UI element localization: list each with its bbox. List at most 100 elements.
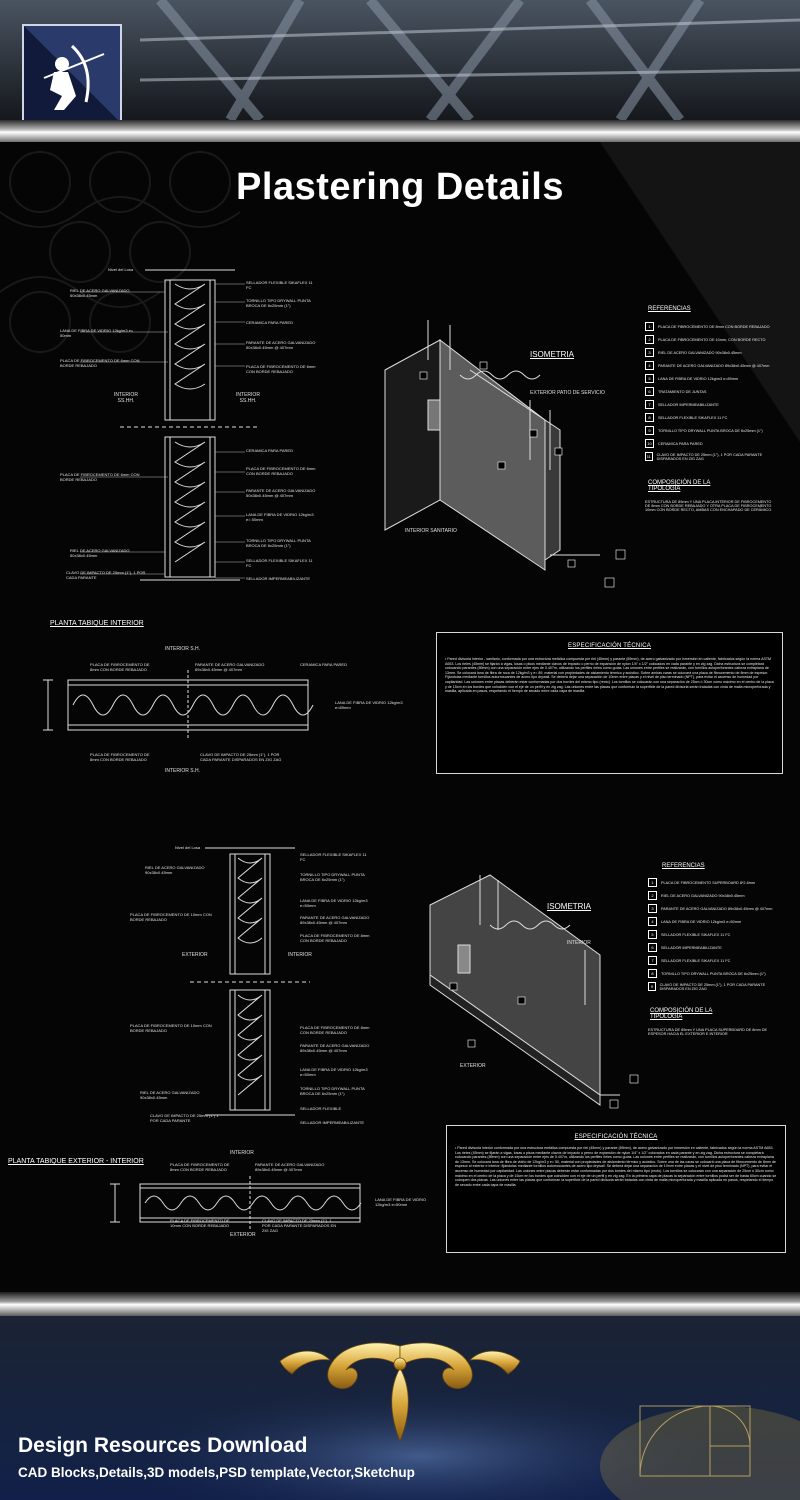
plan-label: PARANTE DE ACERO GALVANIZADO 89x38x0.45m… (255, 1162, 325, 1172)
section-label: CLAVO DE IMPACTO DE 25mm (1"), 1 POR CAD… (66, 570, 146, 580)
section-label: SELLADOR FLEXIBLE SIKAFLEX 11 FC (246, 280, 313, 290)
footer-title: Design Resources Download (18, 1434, 308, 1457)
references-title: REFERENCIAS (648, 306, 691, 312)
section-label: LANA DE FIBRA DE VIDRIO 12kg/m3 e=50mm (300, 898, 368, 908)
footer-banner (0, 1316, 800, 1500)
plan-title: PLANTA TABIQUE INTERIOR (50, 620, 144, 627)
section-label: CLAVO DE IMPACTO DE 25mm (1") 1 POR CADA… (150, 1113, 219, 1123)
spec-text: • Pared divisoria interior conformada po… (455, 1146, 777, 1187)
footer-ornament (120, 1342, 800, 1500)
plan-label: PLACA DE FIBROCEMENTO DE 10mm CON BORDE … (170, 1218, 230, 1228)
spec-box-1: ESPECIFICACIÓN TÉCNICA • Pared divisoria… (436, 632, 783, 774)
archer-logo-icon (24, 26, 120, 120)
plan-label: LANA DE FIBRA DE VIDRIO 12kg/m3 e=50mm (375, 1197, 427, 1207)
side-label-right: INTERIOR (288, 952, 312, 958)
section-label: PLACA DE FIBROCEMENTO DE 6mm CON BORDE R… (60, 358, 140, 368)
iso-title: ISOMETRIA (547, 902, 592, 911)
section-label: SELLADOR FLEXIBLE (300, 1106, 342, 1111)
section-label: TORNILLO TIPO DRYWALL PUNTA BROCA DE 6x2… (246, 538, 311, 548)
plan-bottom-label: INTERIOR S.H. (165, 768, 201, 774)
dark-diagonal-shape (600, 142, 800, 442)
section-label: PLACA DE FIBROCEMENTO DE 10mm CON BORDE … (130, 912, 212, 922)
section-label: RIEL DE ACERO GALVANIZADO 50x38x0.45mm (70, 548, 130, 558)
section-label: RIEL DE ACERO GALVANIZADO 50x38x0.45mm (70, 288, 130, 298)
spec-text: • Pared divisoria interior - sanitario, … (445, 657, 774, 694)
section-label: CERAMICA PARA PARED (246, 320, 293, 325)
plan-title: PLANTA TABIQUE EXTERIOR - INTERIOR (8, 1158, 144, 1165)
plan-label: PLACA DE FIBROCEMENTO DE 8mm CON BORDE R… (90, 752, 150, 762)
iso-interior-label: INTERIOR (567, 940, 591, 946)
plan-label: LANA DE FIBRA DE VIDRIO 12kg/m3 e=89mm (335, 700, 403, 710)
section-label: PARANTE DE ACERO GALVANIZADO 89x38x0.45m… (300, 915, 370, 925)
section-label: RIEL DE ACERO GALVANIZADO 90x38x0.45mm (140, 1090, 200, 1100)
section-label: SELLADOR IMPERMEABILIZANTE (246, 576, 311, 581)
level-label: Nivel del Losa (108, 267, 134, 272)
header-banner (0, 0, 800, 120)
section-label: PLACA DE FIBROCEMENTO DE 6mm CON BORDE R… (60, 472, 140, 482)
section-label: PLACA DE FIBROCEMENTO DE 8mm CON BORDE R… (300, 1025, 370, 1035)
steel-structure-graphic (139, 0, 800, 120)
spec-title: ESPECIFICACIÓN TÉCNICA (574, 1134, 658, 1140)
plan-drawing-1 (43, 670, 314, 740)
section-label: PLACA DE FIBROCEMENTO DE 6mm CON BORDE R… (246, 466, 316, 476)
side-label-right: INTERIOR SS.HH. (236, 392, 260, 404)
section-label: TORNILLO TIPO DRYWALL PUNTA BROCA DE 6x2… (300, 1086, 365, 1096)
wall-section-detail-2 (190, 847, 310, 1116)
isometric-drawing-2 (429, 874, 639, 1109)
section-label: PLACA DE FIBROCEMENTO DE 8mm CON BORDE R… (300, 933, 370, 943)
metal-divider-top (0, 120, 800, 142)
section-label: PARANTE DE ACERO GALVANIZADO 50x38x0.45m… (246, 488, 316, 498)
wall-section-detail-1 (80, 269, 260, 581)
page-title: Plastering Details (236, 166, 564, 208)
plan-label: CERAMICA PARA PARED (300, 662, 347, 667)
metal-divider-bottom (0, 1292, 800, 1316)
plan-label: PLACA DE FIBROCEMENTO DE 8mm CON BORDE R… (170, 1162, 230, 1172)
section-label: SELLADOR IMPERMEABILIZANTE (300, 1120, 365, 1125)
section-label: RIEL DE ACERO GALVANIZADO 90x38x0.45mm (145, 865, 205, 875)
plan-bottom-label: EXTERIOR (230, 1232, 256, 1238)
side-label-left: EXTERIOR (182, 952, 208, 958)
plan-top-label: INTERIOR S.H. (165, 646, 201, 652)
composition-title: COMPOSICIÓN DE LA TIPOLOGÍA (650, 1008, 713, 1020)
iso-exterior-label: EXTERIOR PATIO DE SERVICIO (530, 390, 605, 396)
section-label: PLACA DE FIBROCEMENTO DE 6mm CON BORDE R… (246, 364, 316, 374)
composition-title: COMPOSICIÓN DE LA TIPOLOGÍA (648, 480, 711, 492)
section-label: CERAMICA PARA PARED (246, 448, 293, 453)
section-label: LANA DE FIBRA DE VIDRIO 12kg/m3 e= 50mm (246, 512, 314, 522)
logo (22, 24, 122, 120)
side-label-left: INTERIOR SS.HH. (114, 392, 138, 404)
section-label: LANA DE FIBRA DE VIDRIO 12kg/m3 e= 50mm (60, 328, 134, 338)
plan-label: CLAVO DE IMPACTO DE 25mm (1"), 1 POR CAD… (200, 752, 282, 762)
iso-title: ISOMETRIA (530, 350, 575, 359)
section-label: PARANTE DE ACERO GALVANIZADO 89x38x0.45m… (300, 1043, 370, 1053)
section-label: PLACA DE FIBROCEMENTO DE 10mm CON BORDE … (130, 1023, 212, 1033)
isometric-drawing-1 (384, 320, 626, 588)
section-label: TORNILLO TIPO DRYWALL PUNTA BROCA DE 6x2… (246, 298, 311, 308)
section-label: LANA DE FIBRA DE VIDRIO 12kg/m3 e=50mm (300, 1067, 368, 1077)
footer-subtitle: CAD Blocks,Details,3D models,PSD templat… (18, 1465, 415, 1480)
spec-box-2: ESPECIFICACIÓN TÉCNICA • Pared divisoria… (446, 1125, 786, 1253)
plan-top-label: INTERIOR (230, 1150, 254, 1156)
composition-text: ESTRUCTURA DE 89mm Y UNA PLACA INTERIOR … (645, 500, 773, 512)
plan-drawing-2 (110, 1176, 362, 1230)
references-title: REFERENCIAS (662, 863, 705, 869)
plan-label: PARANTE DE ACERO GALVANIZADO 89x38x0.45m… (195, 662, 265, 672)
section-label: PARANTE DE ACERO GALVANIZADO 50x38x0.45m… (246, 340, 316, 350)
